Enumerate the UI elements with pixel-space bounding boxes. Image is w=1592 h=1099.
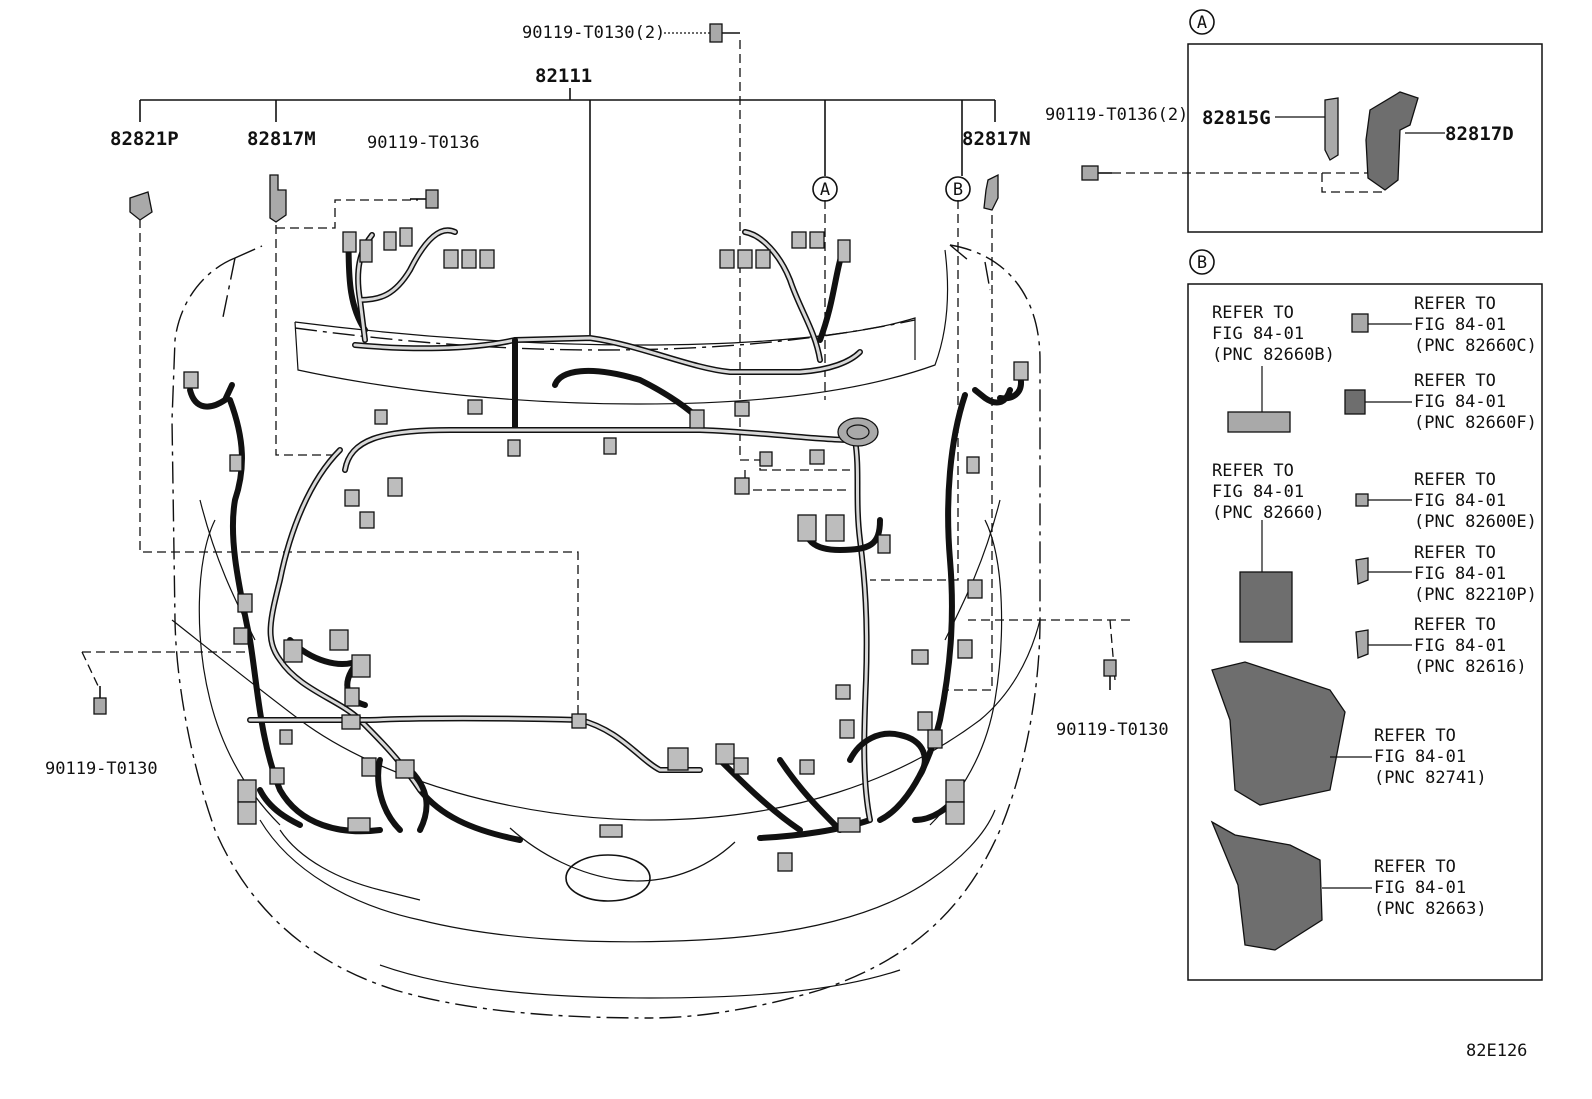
label-82817m: 82817M — [247, 128, 316, 150]
part-82660-junction-block[interactable] — [1239, 520, 1293, 643]
label-detail-a-bolt: 90119-T0136(2) — [1045, 105, 1188, 125]
label-82821p: 82821P — [110, 128, 179, 150]
svg-text:FIG 84-01: FIG 84-01 — [1414, 636, 1506, 656]
refer-82660c: REFER TO FIG 84-01 (PNC 82660C) — [1414, 294, 1537, 356]
svg-text:REFER TO: REFER TO — [1414, 294, 1496, 314]
label-bolt-mid: 90119-T0136 — [367, 133, 480, 153]
part-82660c-relay[interactable] — [1351, 313, 1412, 333]
label-82815g: 82815G — [1202, 107, 1271, 129]
part-82817d[interactable] — [1365, 91, 1419, 191]
refer-82663: REFER TO FIG 84-01 (PNC 82663) — [1374, 857, 1487, 919]
svg-text:REFER TO: REFER TO — [1414, 543, 1496, 563]
part-82815g[interactable] — [1324, 97, 1339, 161]
svg-text:(PNC 82741): (PNC 82741) — [1374, 768, 1487, 788]
figure-code: 82E126 — [1466, 1041, 1527, 1061]
callout-b-marker[interactable]: B — [945, 176, 971, 202]
clip-82821p[interactable] — [129, 191, 153, 221]
svg-text:FIG 84-01: FIG 84-01 — [1414, 564, 1506, 584]
svg-text:B: B — [953, 180, 963, 200]
refer-82600e: REFER TO FIG 84-01 (PNC 82600E) — [1414, 470, 1537, 532]
svg-text:REFER TO: REFER TO — [1374, 726, 1456, 746]
svg-text:(PNC 82660B): (PNC 82660B) — [1212, 345, 1335, 365]
part-82663-cover[interactable] — [1210, 820, 1372, 951]
svg-text:FIG 84-01: FIG 84-01 — [1374, 747, 1466, 767]
bolt-icon-mid[interactable] — [410, 189, 439, 209]
svg-text:FIG 84-01: FIG 84-01 — [1212, 324, 1304, 344]
bracket-82817m[interactable] — [269, 174, 287, 223]
svg-text:REFER TO: REFER TO — [1374, 857, 1456, 877]
svg-text:(PNC 82660): (PNC 82660) — [1212, 503, 1325, 523]
label-bolt-right: 90119-T0130 — [1056, 720, 1169, 740]
callout-a-marker[interactable]: A — [812, 176, 838, 202]
engine-room-wire-harness — [187, 227, 1024, 843]
svg-text:(PNC 82660C): (PNC 82660C) — [1414, 336, 1537, 356]
refer-82210p: REFER TO FIG 84-01 (PNC 82210P) — [1414, 543, 1537, 605]
part-82600e-fuse[interactable] — [1355, 493, 1412, 507]
refer-82741: REFER TO FIG 84-01 (PNC 82741) — [1374, 726, 1487, 788]
refer-82616: REFER TO FIG 84-01 (PNC 82616) — [1414, 615, 1527, 677]
detail-b-marker: B — [1197, 253, 1207, 273]
svg-text:(PNC 82616): (PNC 82616) — [1414, 657, 1527, 677]
svg-text:REFER TO: REFER TO — [1414, 371, 1496, 391]
main-labels: 82111 82821P 82817M 82817N 90119-T0130(2… — [45, 23, 1527, 1061]
refer-82660b: REFER TO FIG 84-01 (PNC 82660B) — [1212, 303, 1335, 365]
svg-text:(PNC 82663): (PNC 82663) — [1374, 899, 1487, 919]
svg-text:(PNC 82660F): (PNC 82660F) — [1414, 413, 1537, 433]
part-82660f-relay[interactable] — [1344, 389, 1412, 415]
svg-text:FIG 84-01: FIG 84-01 — [1414, 392, 1506, 412]
svg-text:REFER TO: REFER TO — [1414, 470, 1496, 490]
bolt-icon-detail-a[interactable] — [1081, 165, 1112, 181]
bolt-icon-top[interactable] — [709, 23, 740, 43]
svg-text:A: A — [820, 180, 830, 200]
label-82111: 82111 — [535, 65, 592, 87]
part-82660b-relay-block[interactable] — [1227, 366, 1291, 433]
label-bolt-left: 90119-T0130 — [45, 759, 158, 779]
label-82817n: 82817N — [962, 128, 1031, 150]
refer-82660f: REFER TO FIG 84-01 (PNC 82660F) — [1414, 371, 1537, 433]
detail-a-panel: A 90119-T0136(2) 82815G 82817D — [1045, 9, 1543, 233]
part-82210p-relay[interactable] — [1355, 557, 1412, 585]
detail-b-panel: B — [1187, 249, 1543, 981]
vehicle-body-outline — [171, 244, 1041, 1019]
svg-text:REFER TO: REFER TO — [1212, 461, 1294, 481]
svg-text:REFER TO: REFER TO — [1414, 615, 1496, 635]
bolt-icon-right[interactable] — [1103, 659, 1117, 690]
harness-leader-tree — [139, 88, 996, 335]
part-82616-fusible-link[interactable] — [1355, 629, 1412, 659]
svg-text:FIG 84-01: FIG 84-01 — [1414, 491, 1506, 511]
bolt-icon-left[interactable] — [93, 686, 107, 715]
svg-text:(PNC 82210P): (PNC 82210P) — [1414, 585, 1537, 605]
svg-text:FIG 84-01: FIG 84-01 — [1212, 482, 1304, 502]
part-82741-relay-box[interactable] — [1211, 661, 1372, 806]
svg-text:REFER TO: REFER TO — [1212, 303, 1294, 323]
svg-text:FIG 84-01: FIG 84-01 — [1374, 878, 1466, 898]
refer-82660: REFER TO FIG 84-01 (PNC 82660) — [1212, 461, 1325, 523]
label-bolt-top: 90119-T0130(2) — [522, 23, 665, 43]
detail-a-marker: A — [1197, 13, 1207, 33]
label-82817d: 82817D — [1445, 123, 1514, 145]
svg-text:(PNC 82600E): (PNC 82600E) — [1414, 512, 1537, 532]
svg-text:FIG 84-01: FIG 84-01 — [1414, 315, 1506, 335]
harness-connectors — [183, 227, 1029, 872]
bracket-82817n[interactable] — [983, 173, 999, 211]
